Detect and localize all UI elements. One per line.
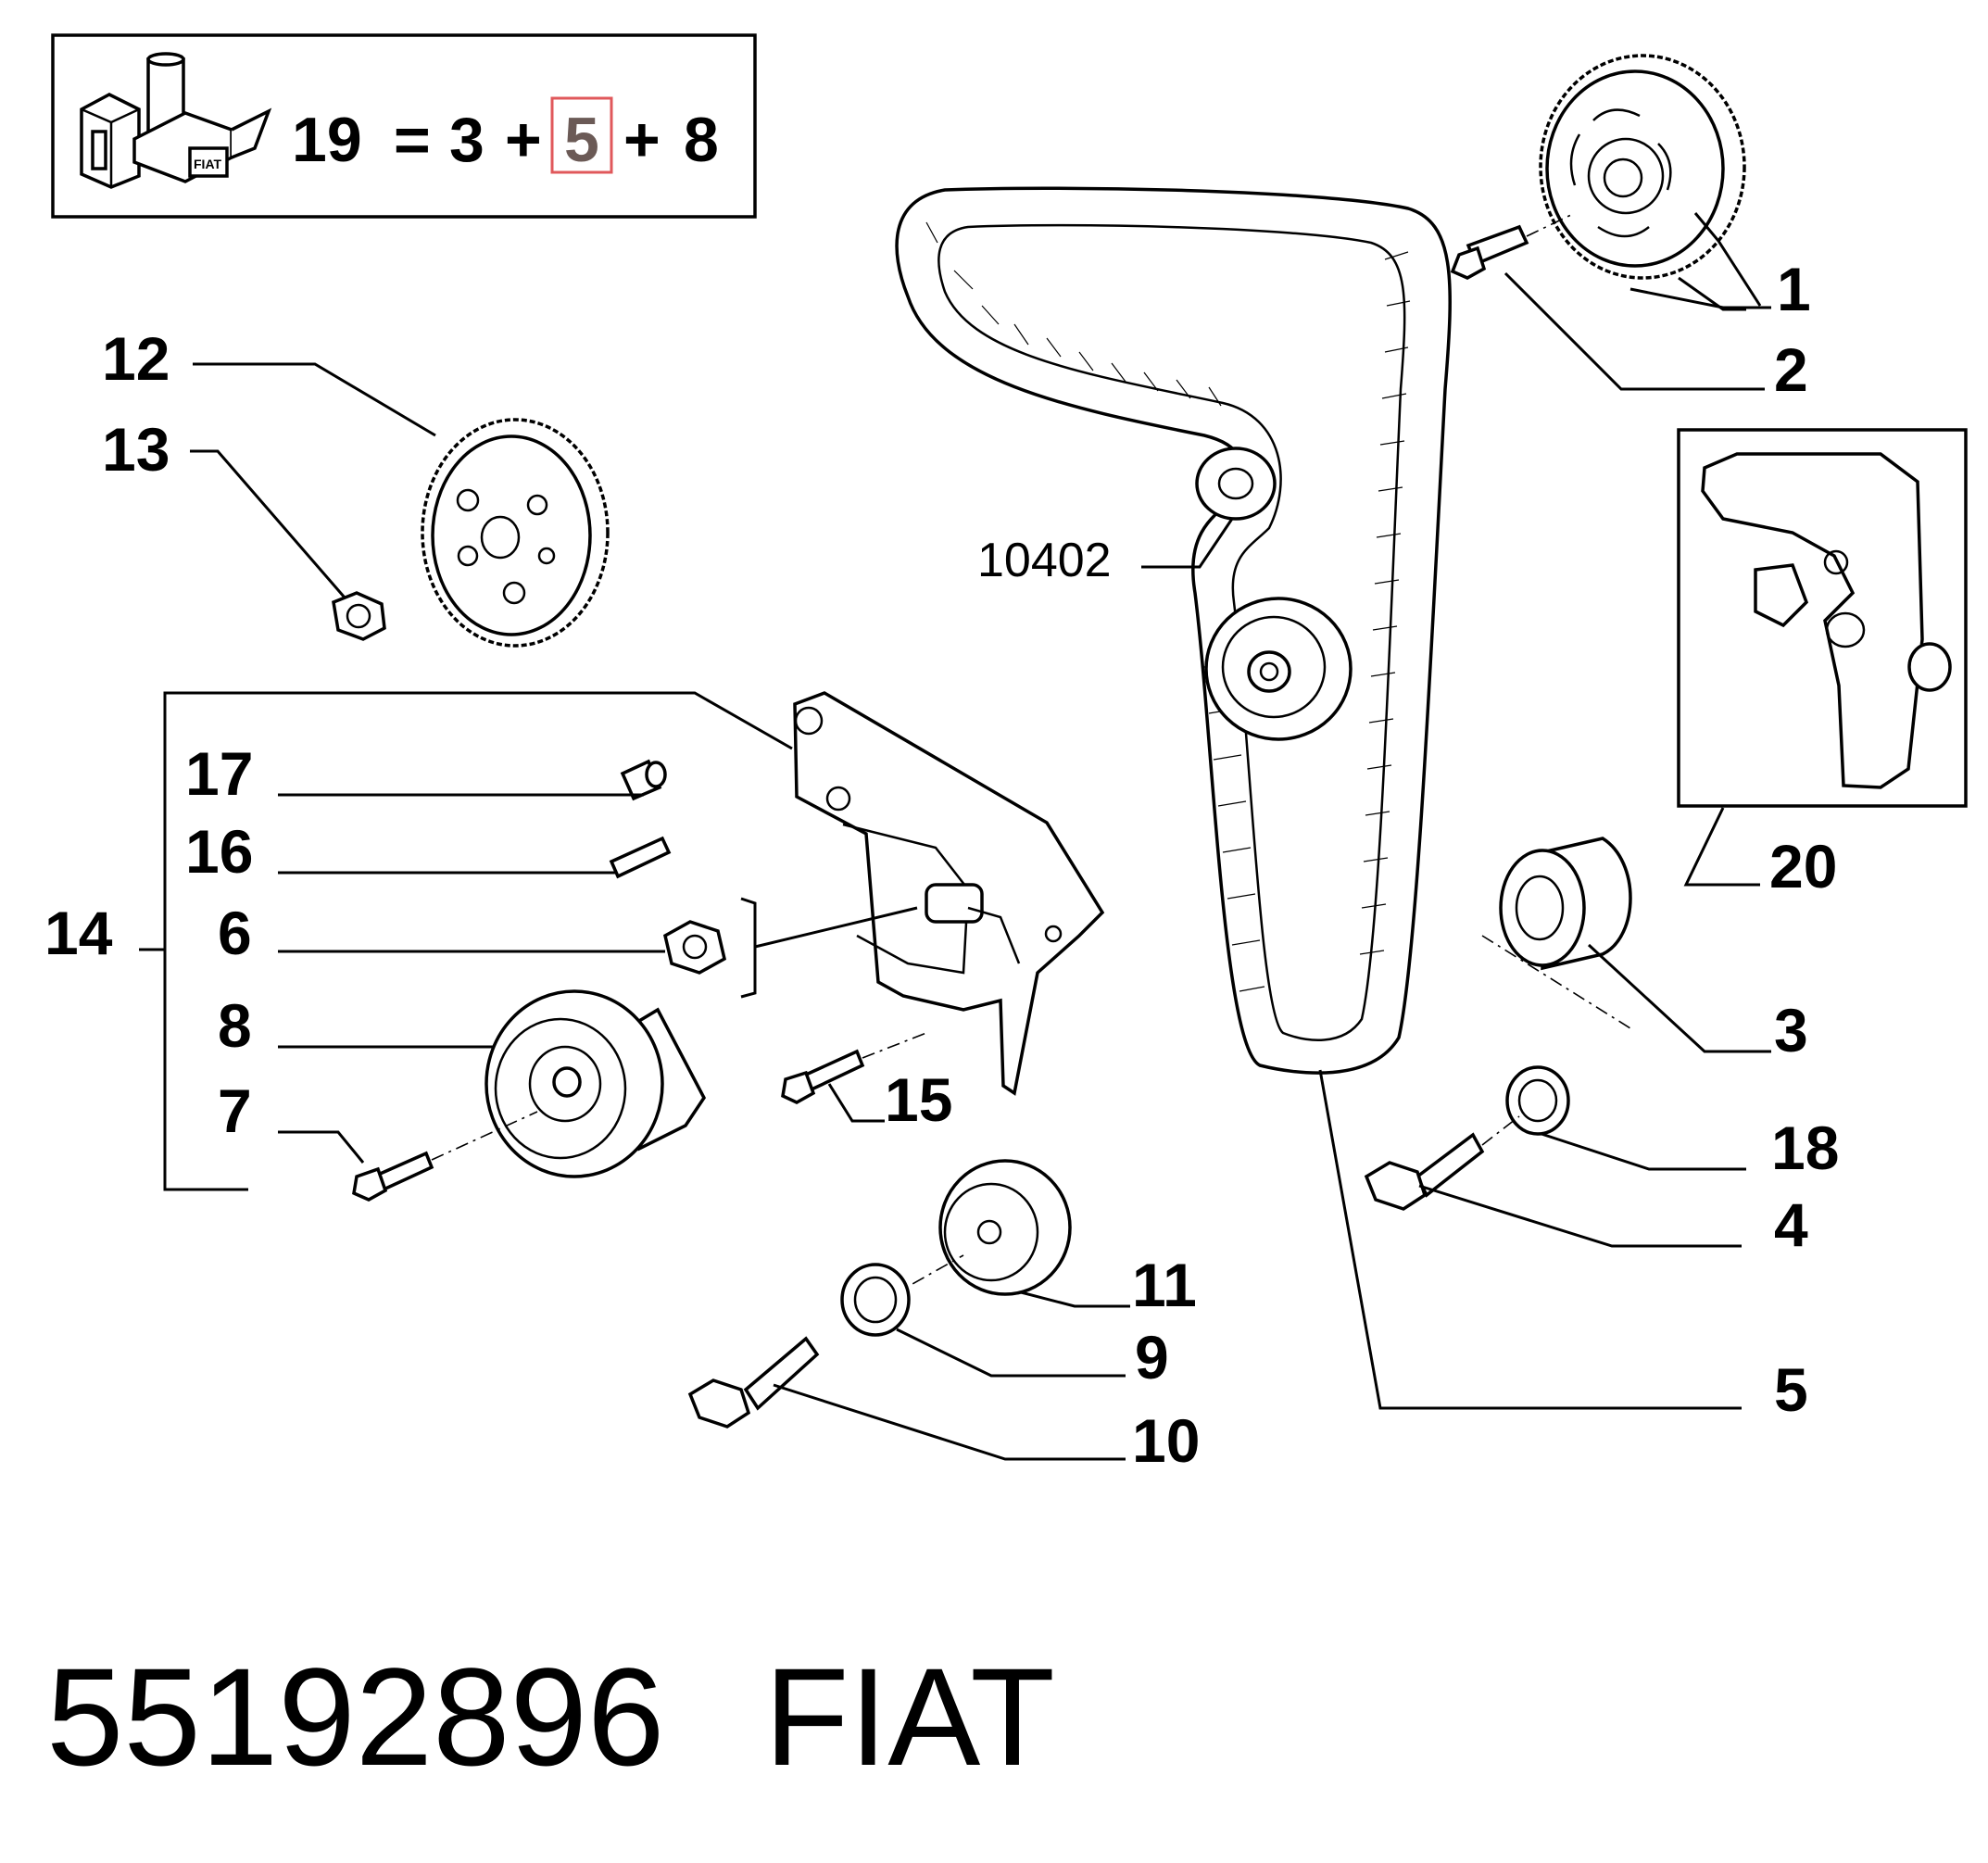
inset-box-20 [1677, 428, 1968, 808]
callout-17: 17 [185, 739, 253, 808]
callout-14: 14 [44, 899, 113, 967]
kit-icon-brand: FIAT [194, 157, 222, 171]
callout-13: 13 [102, 415, 170, 484]
crankshaft-pulley-12 [421, 418, 610, 648]
brand-name: FIAT [764, 1639, 1055, 1794]
kit-part-b: 5 [564, 105, 599, 175]
callout-5: 5 [1774, 1355, 1808, 1424]
bolt-4 [1364, 1115, 1520, 1211]
callout-4: 4 [1774, 1190, 1808, 1259]
nut-6-pointer [754, 906, 918, 949]
kit-plus-2: + [623, 105, 661, 175]
idler-pulley-11 [888, 1159, 1072, 1298]
callout-7: 7 [218, 1076, 252, 1145]
tensioner-pulley-8 [484, 989, 707, 1178]
kit-formula-box: FIAT 19 = 3 + 5 + 8 [51, 33, 757, 219]
callout-15: 15 [885, 1065, 952, 1134]
callout-8: 8 [218, 991, 252, 1060]
callout-2: 2 [1774, 335, 1808, 404]
timing-belt [895, 186, 1452, 1075]
part-number: 55192896 [46, 1639, 664, 1794]
callout-labels: 1 2 12 13 10402 17 16 14 6 8 7 15 20 3 1… [44, 255, 1839, 1475]
bolt-2 [1450, 212, 1576, 280]
bolt-7 [352, 1111, 538, 1202]
sleeve-17 [620, 759, 667, 801]
stud-16 [609, 836, 672, 879]
belt-idler-pulley [1204, 597, 1353, 741]
nut-13 [332, 591, 386, 641]
bolt-15 [781, 1032, 927, 1104]
callout-10402: 10402 [977, 534, 1112, 587]
kit-highlight-box [550, 96, 613, 174]
callout-20: 20 [1769, 832, 1837, 900]
callout-16: 16 [185, 817, 253, 886]
callout-10: 10 [1132, 1406, 1200, 1475]
kit-part-a: 3 [449, 105, 484, 175]
leader-lines [139, 212, 1771, 1461]
kit-box-icon: FIAT [80, 52, 272, 189]
camshaft-pulley-1 [1539, 54, 1746, 280]
kit-equals: = [394, 105, 431, 175]
kit-part-c: 8 [684, 105, 719, 175]
kit-plus-1: + [505, 105, 542, 175]
kit-result: 19 [292, 105, 362, 175]
callout-9: 9 [1135, 1323, 1169, 1391]
spacer-18 [1505, 1065, 1570, 1136]
callout-11: 11 [1132, 1251, 1197, 1319]
callout-18: 18 [1771, 1114, 1839, 1182]
callout-6: 6 [218, 899, 252, 967]
callout-3: 3 [1774, 996, 1808, 1064]
idler-roller-3 [1481, 837, 1632, 1029]
spacer-9 [840, 1263, 911, 1337]
nut-6-bracket-mark [740, 897, 757, 999]
nut-6 [662, 920, 727, 975]
callout-1: 1 [1777, 255, 1811, 323]
tensioner-bracket [793, 691, 1105, 1096]
callout-12: 12 [102, 324, 170, 393]
bolt-10 [687, 1336, 820, 1429]
